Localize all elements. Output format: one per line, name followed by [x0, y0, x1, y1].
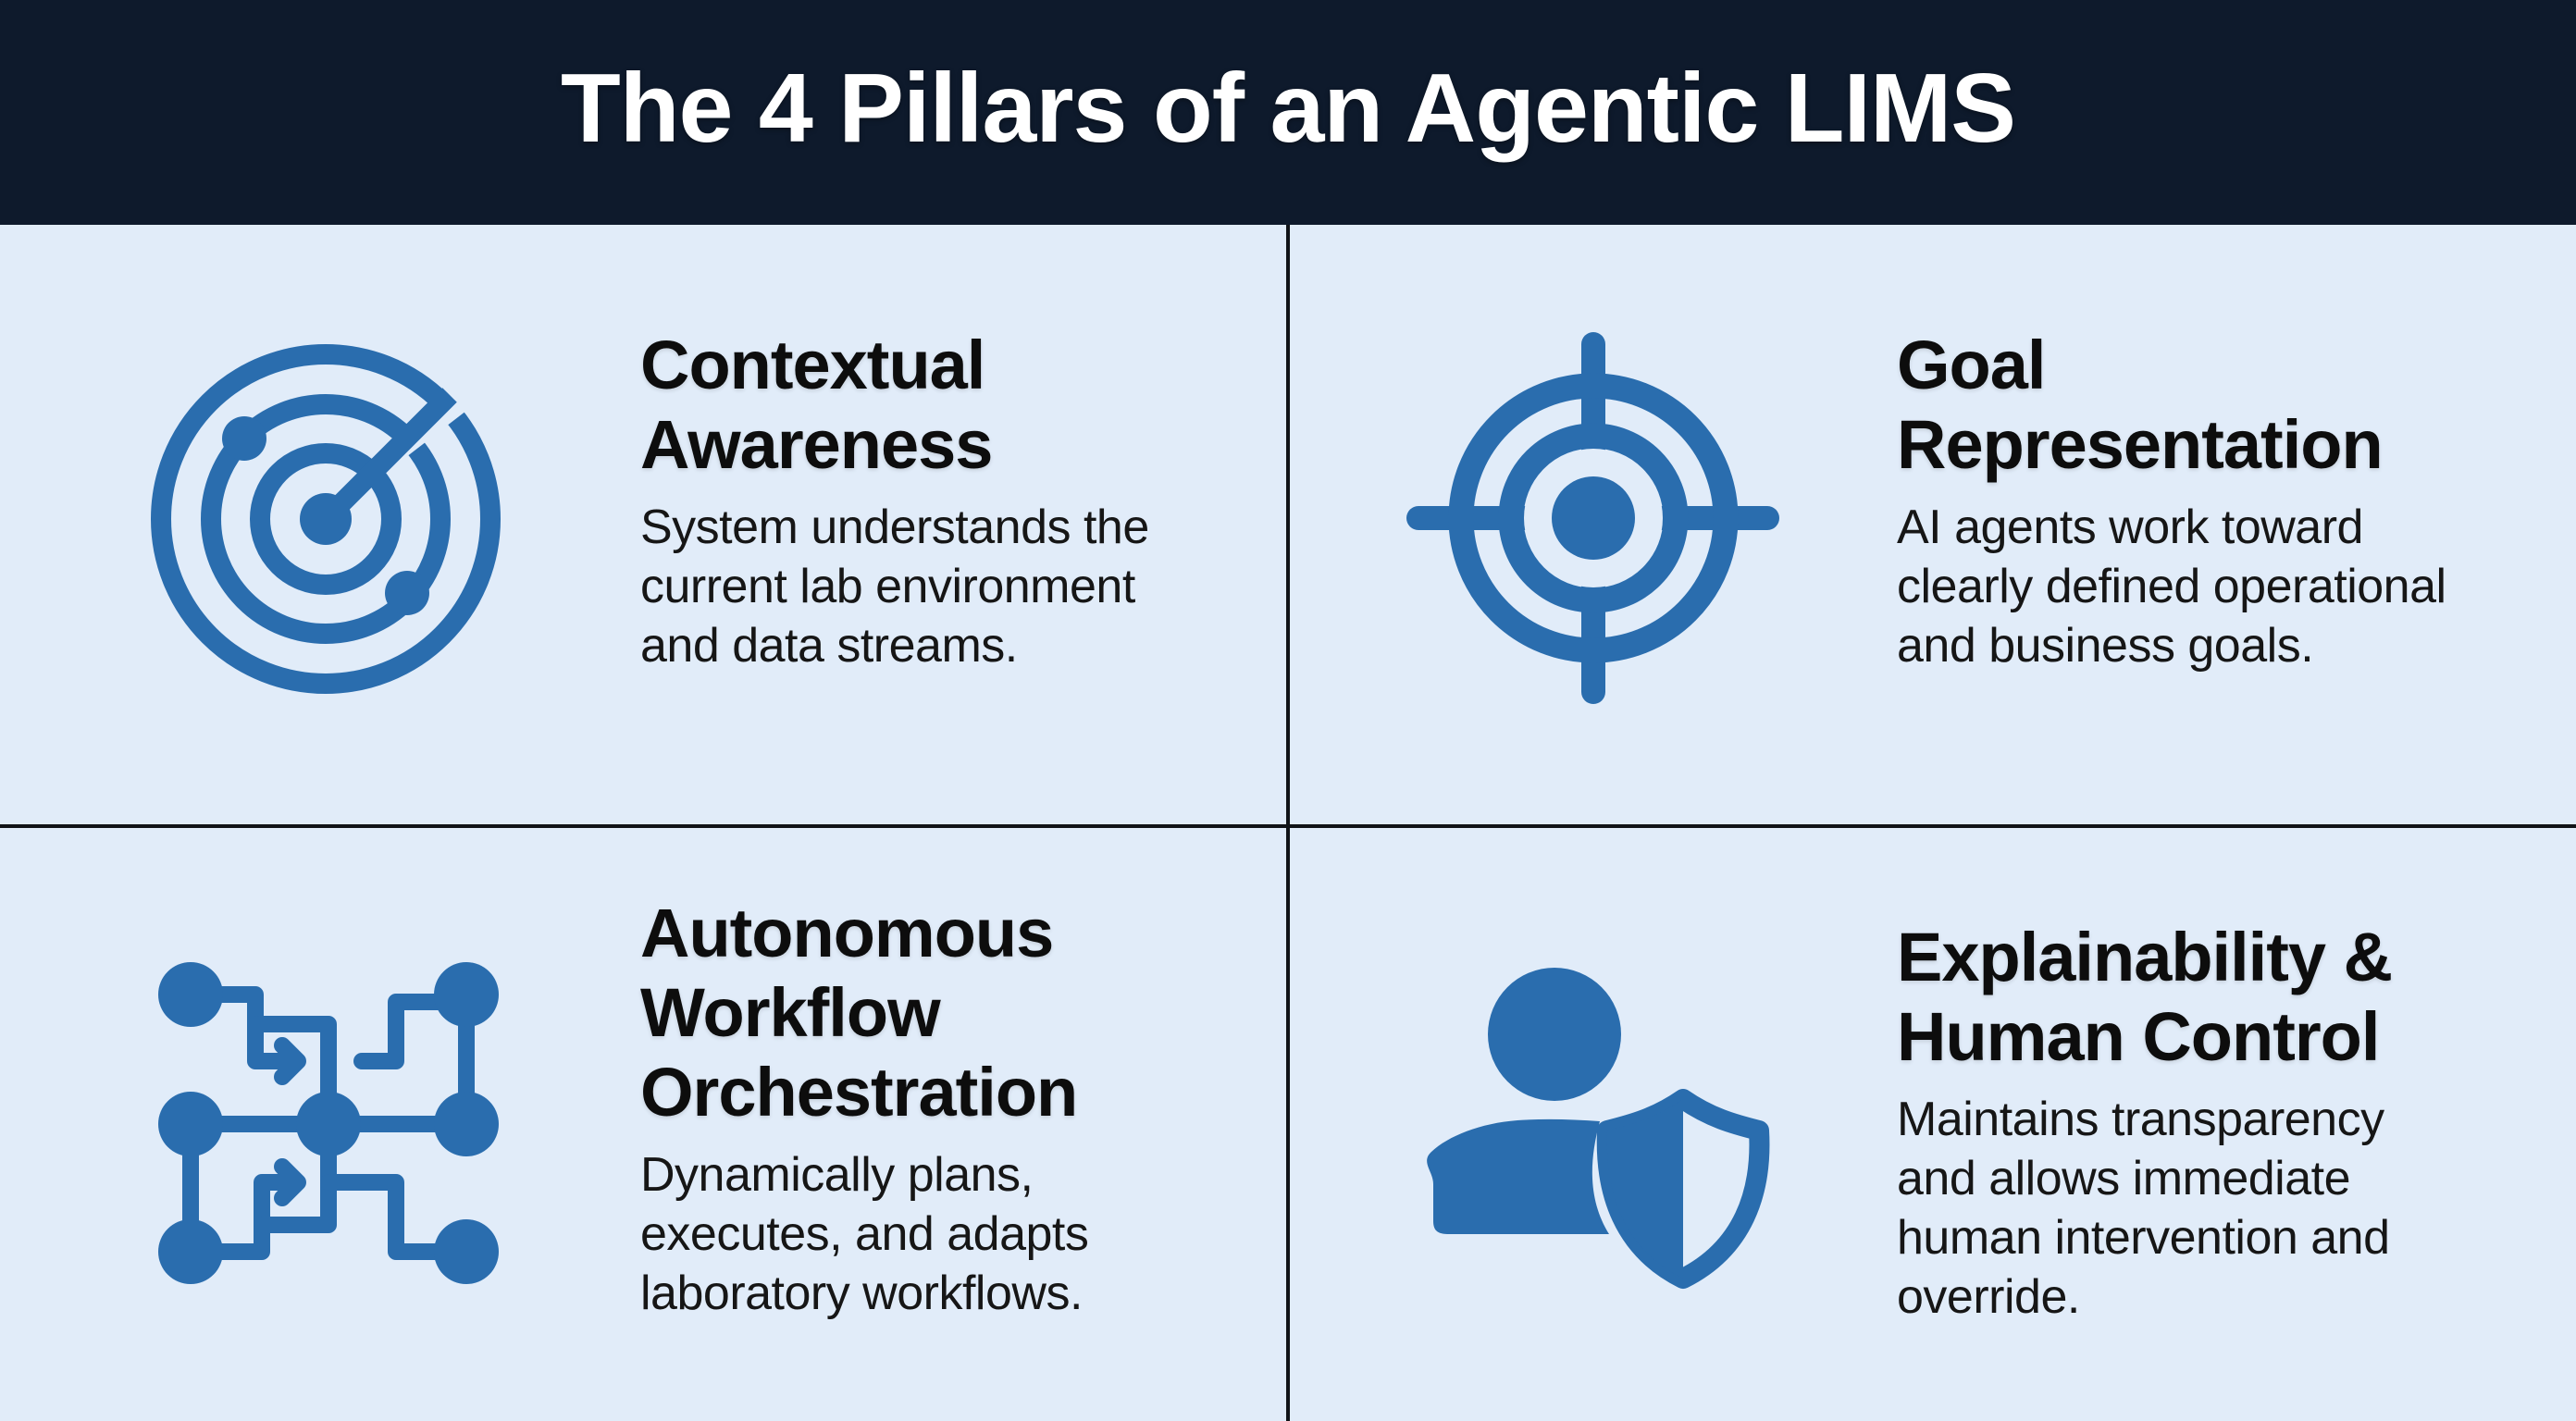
pillar-text: Autonomous Workflow Orchestration Dynami… [640, 894, 1089, 1323]
pillar-description-line: and data streams. [640, 619, 1018, 673]
pillar-description-line: current lab environment [640, 560, 1135, 613]
horizontal-divider [0, 824, 2576, 828]
pillar-title-line: Representation [1897, 406, 2384, 483]
pillar-title-line: Contextual [640, 327, 985, 403]
pillar-description: AI agents work toward clearly defined op… [1897, 498, 2446, 675]
pillar-description-line: Maintains transparency [1897, 1093, 2384, 1146]
header-banner: The 4 Pillars of an Agentic LIMS [0, 0, 2576, 225]
pillar-title: Goal Representation [1897, 326, 2446, 485]
radar-icon [130, 324, 523, 717]
pillar-description-line: System understands the [640, 500, 1149, 554]
user-shield-icon [1406, 944, 1777, 1314]
pillar-text: Contextual Awareness System understands … [640, 326, 1149, 675]
pillar-title-line: Orchestration [640, 1054, 1078, 1131]
pillar-description-line: and allows immediate [1897, 1152, 2351, 1205]
pillar-description-line: laboratory workflows. [640, 1267, 1083, 1320]
pillar-title-line: Awareness [640, 406, 993, 483]
pillar-text: Explainability & Human Control Maintains… [1897, 918, 2393, 1327]
pillar-description-line: clearly defined operational [1897, 560, 2446, 613]
pillar-description: Maintains transparency and allows immedi… [1897, 1090, 2392, 1327]
pillar-title-line: Human Control [1897, 998, 2380, 1075]
pillar-description-line: human intervention and [1897, 1211, 2390, 1265]
pillar-description-line: AI agents work toward [1897, 500, 2363, 554]
pillar-description: System understands the current lab envir… [640, 498, 1149, 675]
pillar-title: Explainability & Human Control [1897, 918, 2393, 1077]
pillar-description-line: override. [1897, 1270, 2080, 1324]
pillar-description-line: and business goals. [1897, 619, 2314, 673]
pillar-description-line: executes, and adapts [640, 1207, 1089, 1261]
workflow-network-icon [139, 944, 509, 1314]
pillar-title-line: Autonomous [640, 895, 1054, 971]
target-crosshair-icon [1406, 332, 1779, 704]
pillar-title-line: Goal [1897, 327, 2046, 403]
pillar-title: Autonomous Workflow Orchestration [640, 894, 1088, 1132]
page-title: The 4 Pillars of an Agentic LIMS [560, 54, 2016, 163]
pillar-title-line: Workflow [640, 974, 941, 1051]
pillar-description-line: Dynamically plans, [640, 1148, 1034, 1202]
pillar-text: Goal Representation AI agents work towar… [1897, 326, 2446, 675]
vertical-divider [1286, 225, 1290, 1421]
pillar-title: Contextual Awareness [640, 326, 1149, 485]
pillar-description: Dynamically plans, executes, and adapts … [640, 1145, 1089, 1323]
pillar-title-line: Explainability & [1897, 919, 2393, 995]
